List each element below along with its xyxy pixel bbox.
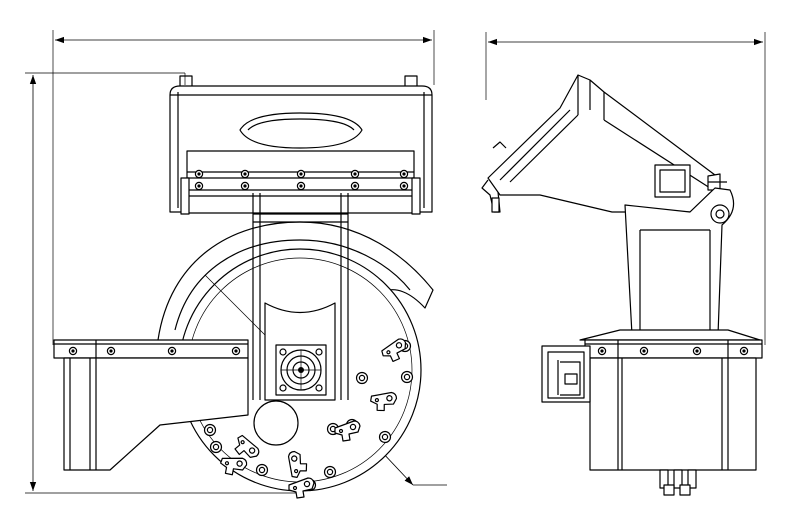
side-arm bbox=[625, 188, 734, 335]
front-view bbox=[54, 76, 433, 499]
clamp-plate bbox=[181, 151, 420, 214]
left-tray bbox=[54, 340, 248, 470]
side-box bbox=[542, 330, 762, 495]
bearing-hub bbox=[276, 345, 326, 395]
side-hood bbox=[482, 75, 727, 212]
side-view bbox=[482, 75, 762, 495]
